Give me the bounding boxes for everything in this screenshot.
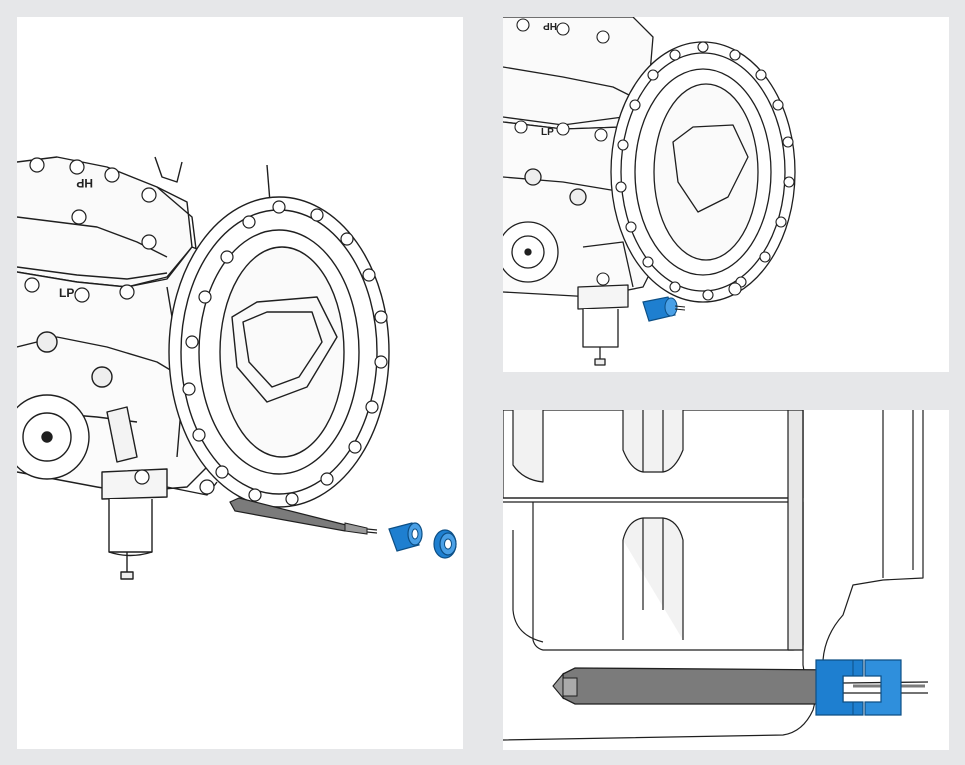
installed-view-panel: HP LP [503,17,949,372]
blue-adapter-icon [388,522,423,552]
blue-ring-icon [433,529,457,559]
compressor-exploded-illustration: HP LP [17,156,457,580]
lp-marking: LP [59,286,74,300]
compressor-installed-illustration: HP LP [503,17,796,366]
lp-marking: LP [541,127,554,138]
flange-bolt-icon [24,157,388,506]
blue-adapter-section-icon [815,659,902,716]
installed-adapter-icon [642,296,686,322]
flange-bolt-icon [514,18,795,301]
exploded-view-panel: HP LP [17,17,463,749]
section-detail-panel [503,410,949,750]
hp-marking: HP [76,176,93,190]
sensor-rod-icon [229,497,378,535]
section-detail-illustration [503,410,929,741]
hp-marking: HP [543,20,557,31]
